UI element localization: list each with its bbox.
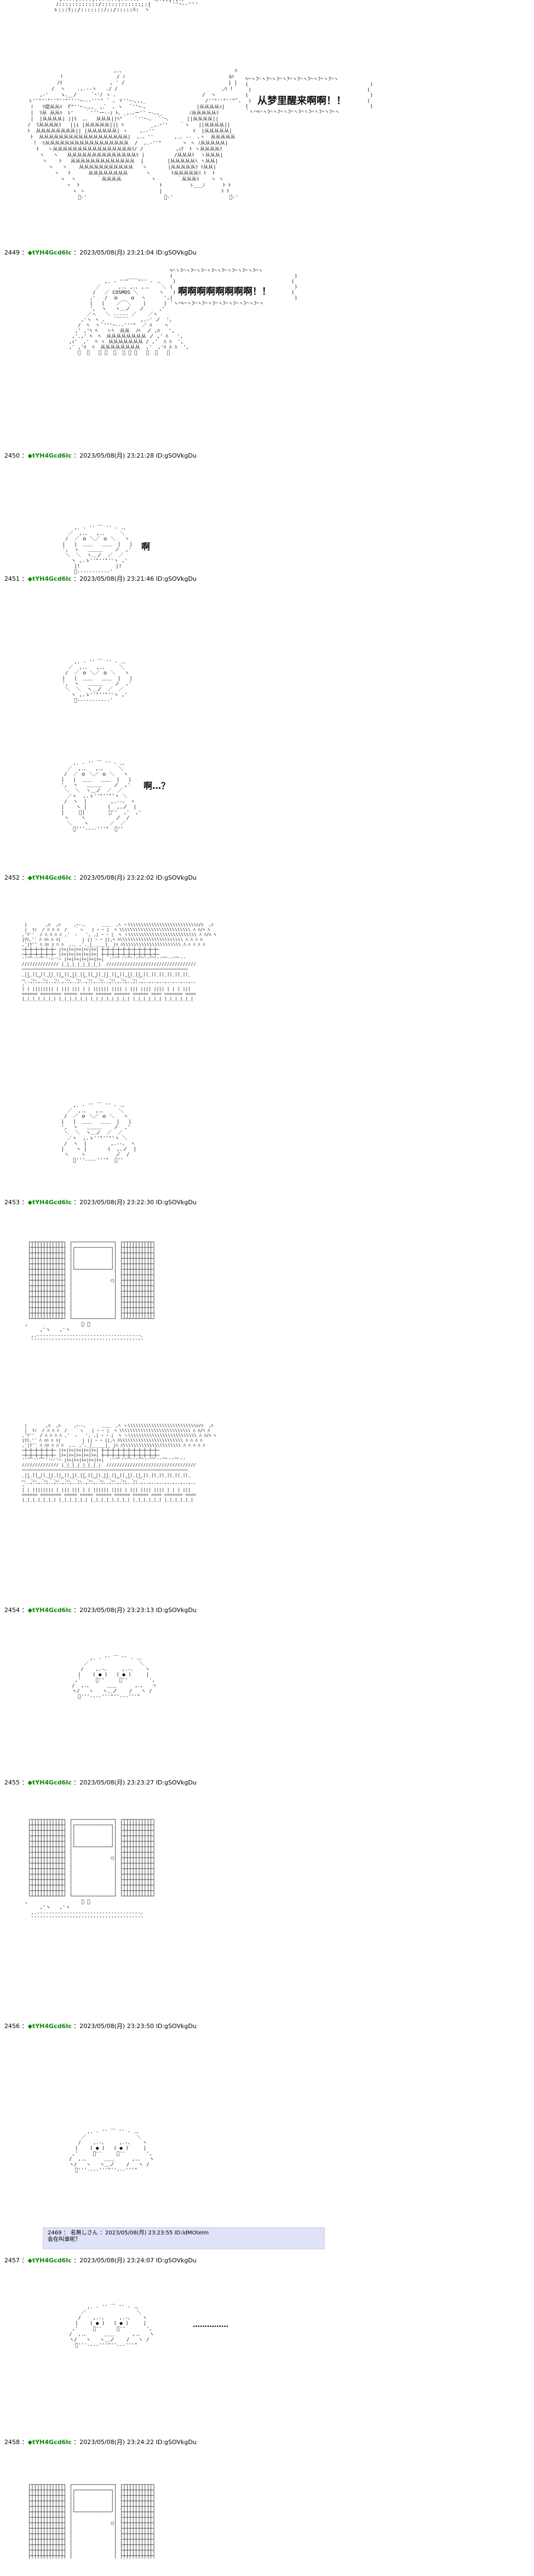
post-header: 2456 ：◆tYH4Gcd6Ic ：2023/05/08(月) 23:23:5…	[4, 2023, 197, 2030]
post-number: 2454	[4, 1607, 20, 1614]
ascii-art: ,:ﾘ::|::::|:::ﾊ:::|::ﾉ::/ ＼;:;:;:;:/ ﾉ::…	[53, 0, 198, 13]
post-header: 2450 ：◆tYH4Gcd6Ic ：2023/05/08(月) 23:21:2…	[4, 452, 197, 459]
post-date: 2023/05/08(月) 23:21:46 ID:gSOVkgDu	[79, 575, 197, 582]
ascii-art: ┌┬┬┬┬┬┬┬┬┬┬┬┐ ┌──────────────┐ ┌┬┬┬┬┬┬┬┬…	[25, 1817, 156, 1921]
ascii-art: ┌┬┬┬┬┬┬┬┬┬┬┬┐ ┌──────────────┐ ┌┬┬┬┬┬┬┬┬…	[25, 1240, 156, 1344]
post-date: 2023/05/08(月) 23:21:04 ID:gSOVkgDu	[79, 249, 197, 256]
post-header: 2454 ：◆tYH4Gcd6Ic ：2023/05/08(月) 23:23:1…	[4, 1607, 197, 1614]
ascii-art: ''⌒ﾞ''⌒ﾞ''⌒ﾞ''⌒ﾞ''⌒ﾞ''⌒ﾞ''⌒ﾞ''⌒	[159, 0, 261, 3]
ascii-art: ,. ‐ '' ￣ '' ‐ .､ ／ ＼ / ,.‐､ ,.‐､ ヽ | ( …	[72, 1656, 157, 1700]
poster-name: ◆tYH4Gcd6Ic	[27, 1607, 72, 1614]
post-header: 2449 ：◆tYH4Gcd6Ic ：2023/05/08(月) 23:21:0…	[4, 249, 197, 256]
bubble-text: 从梦里醒来啊啊！！	[257, 95, 346, 107]
ascii-art: ,. ‐ '' ￣ '' ‐ .､ ／ ,.､ ,.､ ＼ / ／ ｏ ＼／ ｏ…	[61, 761, 141, 832]
post-date: 2023/05/08(月) 23:23:50 ID:gSOVkgDu	[79, 2023, 197, 2030]
post-number: 2449	[4, 249, 20, 256]
post-number: 2452	[4, 874, 20, 881]
poster-name: ◆tYH4Gcd6Ic	[27, 575, 72, 582]
post-date: 2023/05/08(月) 23:24:07 ID:gSOVkgDu	[79, 2257, 197, 2264]
ascii-art: ,. ‐ '' ￣ '' ‐ .､ ／ ,.､ ,.､ ＼ / ／ ｏ ＼／ ｏ…	[61, 1103, 136, 1163]
poster-name: ◆tYH4Gcd6Ic	[27, 452, 72, 459]
ascii-art: ┌┬┬┬┬┬┬┬┬┬┬┬┐ ┌──────────────┐ ┌┬┬┬┬┬┬┬┬…	[27, 2482, 156, 2559]
poster-name: ◆tYH4Gcd6Ic	[27, 874, 72, 881]
post-number: 2457	[4, 2257, 20, 2264]
speech-bubble: ﾍ⌒ヽﾌ⌒ヽﾌ⌒ヽﾌ⌒ヽﾌ⌒ヽﾌ⌒ヽﾌ⌒ヽﾌ⌒ヽﾌ⌒ヽ ( ) ) ( ( ) …	[245, 77, 373, 115]
post-number: 2458	[4, 2439, 20, 2446]
ascii-art: ,. ‐ '' ￣ '' ‐ .､ ／ ＼ / ,.‐､ ,.‐､ ヽ | ( …	[69, 2129, 154, 2173]
ascii-art: ,. ‐ '' ￣ '' ‐ .､ ／ ,.､ ,.､ ＼ / ／ ｏ ＼／ ｏ…	[62, 660, 133, 703]
bubble-text: 啊啊啊啊啊啊啊啊！！	[178, 286, 271, 297]
post-header: 2451 ：◆tYH4Gcd6Ic ：2023/05/08(月) 23:21:4…	[4, 575, 197, 582]
post-date: 2023/05/08(月) 23:24:22 ID:gSOVkgDu	[79, 2439, 197, 2446]
post-date: 2023/05/08(月) 23:23:13 ID:gSOVkgDu	[79, 1607, 197, 1614]
poster-name: ◆tYH4Gcd6Ic	[27, 1779, 72, 1786]
bubble-text: 啊	[141, 541, 151, 552]
poster-name: ◆tYH4Gcd6Ic	[27, 2257, 72, 2264]
bubble-text: ……………	[193, 2321, 228, 2329]
post-date: 2023/05/08(月) 23:22:30 ID:gSOVkgDu	[79, 1199, 197, 1206]
ascii-art: | ,ﾊ ,ﾊ ,ｰ‐-､ ＿＿ ,ﾍ ヽ\\\\\\\\\\\\\\\\\\\…	[21, 922, 216, 1001]
poster-name: ◆tYH4Gcd6Ic	[27, 1199, 72, 1206]
quoted-reply: 2469 ： 名無しさん ：2023/05/08(月) 23:23:55 ID:…	[43, 2227, 325, 2249]
ascii-art: | ,ﾊ ,ﾊ ,ｰ‐-､ ＿＿ ,ﾍ ヽ\\\\\\\\\\\\\\\\\\\…	[21, 1423, 216, 1502]
quoted-reply-header: 2469 ： 名無しさん ：2023/05/08(月) 23:23:55 ID:…	[48, 2230, 209, 2236]
poster-name: ◆tYH4Gcd6Ic	[27, 2023, 72, 2030]
post-number: 2455	[4, 1779, 20, 1786]
ascii-art: ,.､ ﾊ ! / ﾉ ﾙﾊ ﾉﾘ , ' / | | /	[27, 68, 242, 200]
post-header: 2452 ：◆tYH4Gcd6Ic ：2023/05/08(月) 23:22:0…	[4, 874, 197, 881]
post-date: 2023/05/08(月) 23:23:27 ID:gSOVkgDu	[79, 1779, 197, 1786]
quoted-reply-body: 会在叫谁呢？	[48, 2237, 81, 2243]
post-header: 2458 ：◆tYH4Gcd6Ic ：2023/05/08(月) 23:24:2…	[4, 2439, 197, 2446]
post-date: 2023/05/08(月) 23:22:02 ID:gSOVkgDu	[79, 874, 197, 881]
post-number: 2453	[4, 1199, 20, 1206]
post-number: 2450	[4, 452, 20, 459]
post-header: 2453 ：◆tYH4Gcd6Ic ：2023/05/08(月) 23:22:3…	[4, 1199, 197, 1206]
post-date: 2023/05/08(月) 23:21:28 ID:gSOVkgDu	[79, 452, 197, 459]
ascii-art: ,. ‐ '' ￣ '' ‐ .､ ／ ,.､ ,.､ ＼ / ／ ｏ ＼／ ｏ…	[62, 525, 133, 575]
post-number: 2451	[4, 575, 20, 582]
post-number: 2456	[4, 2023, 20, 2030]
post-header: 2457 ：◆tYH4Gcd6Ic ：2023/05/08(月) 23:24:0…	[4, 2257, 197, 2264]
bubble-text: 啊…？	[143, 781, 170, 791]
post-header: 2455 ：◆tYH4Gcd6Ic ：2023/05/08(月) 23:23:2…	[4, 1779, 197, 1786]
ascii-art: ,. ‐ ''"￣￣"'' ‐ .､ ／ ,.､ ,.､ ,.､ ＼ / ／ C…	[68, 279, 189, 356]
ascii-art: ,. ‐ '' ￣ '' ‐ .､ ／ ＼ / ,.‐､ ,.‐､ ヽ | ( …	[69, 2304, 154, 2348]
poster-name: ◆tYH4Gcd6Ic	[27, 2439, 72, 2446]
poster-name: ◆tYH4Gcd6Ic	[27, 249, 72, 256]
speech-bubble: ﾍ⌒ヽﾌ⌒ヽﾌ⌒ヽﾌ⌒ヽﾌ⌒ヽﾌ⌒ヽﾌ⌒ヽﾌ⌒ヽﾌ⌒ヽ ( ) ) ( ( ) …	[170, 268, 297, 307]
